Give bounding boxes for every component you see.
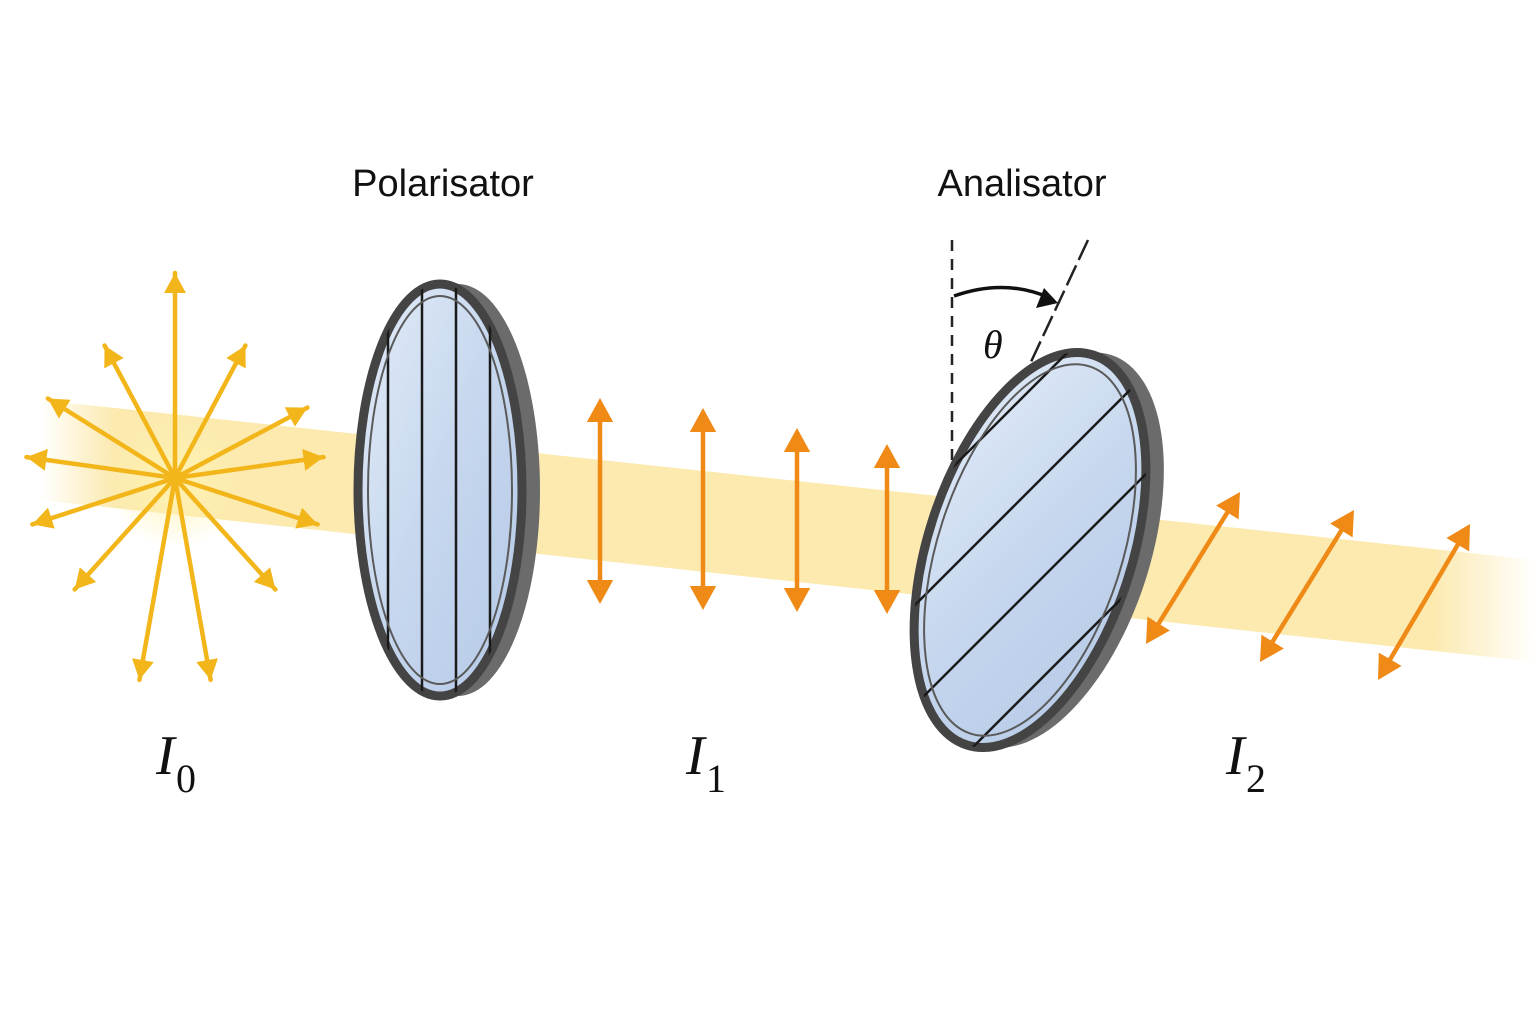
unpolarized-light-arrows <box>24 270 326 683</box>
vertical-polarized-arrowhead <box>783 428 811 452</box>
diagonal-polarized-arrow <box>1384 537 1464 667</box>
analyzer-label: Analisator <box>938 163 1107 205</box>
angle-arc <box>953 285 1051 300</box>
svg-text:0: 0 <box>176 756 196 801</box>
intensity-label-1: I 1 <box>685 725 726 801</box>
unpolarized-ray-arrowhead <box>164 273 186 293</box>
unpolarized-ray-arrowhead <box>104 345 124 369</box>
analyzer-filter <box>869 323 1191 777</box>
unpolarized-ray <box>102 343 178 481</box>
analyzed-light-arrows <box>1146 492 1470 680</box>
unpolarized-ray-arrowhead <box>26 449 48 471</box>
unpolarized-ray <box>45 396 178 481</box>
svg-text:2: 2 <box>1246 756 1266 801</box>
polarized-light-arrows <box>586 398 901 614</box>
unpolarized-ray <box>172 475 213 683</box>
svg-text:I: I <box>685 725 707 787</box>
intensity-label-0: I 0 <box>155 725 196 801</box>
unpolarized-ray-arrowhead <box>284 407 308 427</box>
svg-text:I: I <box>155 725 177 787</box>
unpolarized-ray-arrowhead <box>132 658 154 680</box>
unpolarized-ray-arrowhead <box>253 567 276 590</box>
unpolarized-ray-arrowhead <box>32 507 55 529</box>
diagonal-polarized-arrowhead <box>1260 634 1284 662</box>
unpolarized-ray-arrowhead <box>302 449 324 471</box>
diagonal-polarized-arrowhead <box>1146 616 1170 644</box>
vertical-polarized-arrowhead <box>873 444 901 468</box>
vertical-polarized-arrowhead <box>689 586 717 610</box>
angle-label: θ <box>983 322 1003 367</box>
diagonal-polarized-arrowhead <box>1330 510 1354 538</box>
vertical-polarized-arrowhead <box>783 588 811 612</box>
vertical-polarized-arrowhead <box>873 590 901 614</box>
light-beam <box>40 400 1536 662</box>
svg-text:1: 1 <box>706 756 726 801</box>
unpolarized-ray-arrowhead <box>226 345 246 369</box>
diagonal-polarized-arrow <box>1267 523 1347 649</box>
unpolarized-ray <box>30 475 178 527</box>
polarizer-label: Polarisator <box>352 163 534 205</box>
unpolarized-ray <box>172 475 278 592</box>
unpolarized-ray <box>24 454 178 481</box>
unpolarized-ray <box>172 454 326 481</box>
unpolarized-ray <box>172 475 320 527</box>
vertical-polarized-arrowhead <box>689 408 717 432</box>
svg-text:I: I <box>1225 725 1247 787</box>
angle-arc-arrowhead <box>1036 288 1058 308</box>
unpolarized-ray <box>172 405 310 481</box>
unpolarized-ray <box>72 475 178 592</box>
vertical-polarized-arrowhead <box>586 580 614 604</box>
vertical-polarized-arrowhead <box>586 398 614 422</box>
polarizer-filter <box>353 279 540 701</box>
unpolarized-ray <box>172 343 248 481</box>
diagonal-polarized-arrowhead <box>1446 524 1470 552</box>
unpolarized-ray-arrowhead <box>74 567 97 590</box>
unpolarized-ray-arrowhead <box>47 398 71 419</box>
analyzer-axis-line <box>1028 239 1090 365</box>
diagonal-polarized-arrow <box>1153 505 1233 631</box>
unpolarized-ray-arrowhead <box>196 658 218 680</box>
unpolarized-ray-arrowhead <box>295 507 318 529</box>
diagonal-polarized-arrowhead <box>1378 652 1402 680</box>
diagonal-polarized-arrowhead <box>1216 492 1240 520</box>
unpolarized-ray <box>137 475 178 683</box>
intensity-label-2: I 2 <box>1225 725 1266 801</box>
